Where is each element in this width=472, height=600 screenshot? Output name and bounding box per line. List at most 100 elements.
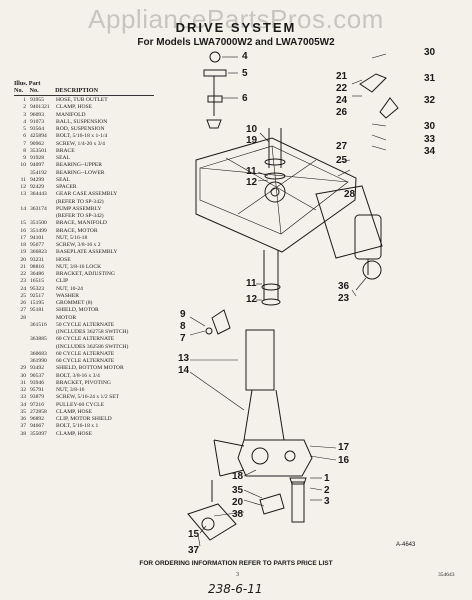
part-description: SCREW, 5/16-24 x 1/2 SET (56, 394, 120, 401)
part-description: SHIELD, BOTTOM MOTOR (56, 365, 124, 372)
part-number: 93492 (30, 365, 44, 372)
callout-38: 38 (232, 509, 244, 520)
callout-4: 4 (242, 51, 248, 62)
motor-pulley (362, 260, 382, 280)
bolt-9 (205, 327, 213, 335)
gear-case-pulley (251, 447, 269, 465)
handwritten-note: 238-6-11 (208, 582, 263, 596)
part-number: 94299 (30, 176, 44, 183)
part-description: NUT, 3/8-16 LOCK (56, 263, 102, 270)
part-number: 90537 (30, 372, 44, 379)
manifold-port (201, 517, 215, 531)
part-description: BOLT, 5/16-18 x 1-1/4 (56, 133, 108, 140)
part-description: 50 CYCLE ALTERNATE (56, 321, 115, 328)
callout-30: 30 (424, 47, 436, 58)
callout-13: 13 (178, 353, 190, 364)
page-number: 3 (236, 572, 239, 578)
page-title: DRIVE SYSTEM (175, 20, 297, 35)
part-illus-no: 12 (20, 184, 26, 190)
header-rule (14, 95, 154, 96)
leader-lines (189, 53, 387, 547)
part-illus-no: 10 (20, 162, 26, 169)
part-illus-no: 16 (20, 227, 26, 234)
callout-20: 20 (232, 497, 244, 508)
baseplate (195, 137, 357, 253)
baseplate-ribs (199, 145, 349, 235)
catalog-number: 354643 (438, 572, 455, 578)
part-description: 60 CYCLE ALTERNATE (56, 336, 115, 343)
part-number: 95181 (30, 307, 44, 314)
lower-spindle (263, 250, 279, 300)
callout-31: 31 (424, 73, 436, 84)
callout-36: 36 (338, 281, 350, 292)
footer-note: FOR ORDERING INFORMATION REFER TO PARTS … (139, 560, 333, 567)
part-illus-no: 20 (20, 256, 26, 263)
part-description: BEARING--LOWER (56, 169, 105, 176)
callout-32: 32 (424, 95, 436, 106)
part-number: 93879 (30, 394, 44, 401)
parts-row: 28 MOTOR (14, 315, 164, 322)
seal-upper (264, 158, 286, 166)
part-description: MANIFOLD (56, 111, 86, 118)
part-number: 364443 (30, 191, 47, 198)
part-description: MOTOR (56, 314, 77, 321)
brace (211, 309, 231, 335)
part-description: BOLT, 5/16-18 x 1 (56, 423, 99, 430)
part-description: 60 CYCLE ALTERNATE (56, 358, 115, 364)
rod-clamp (207, 95, 223, 103)
part-illus-no: 37 (20, 423, 26, 430)
part-description: NUT, 10-24 (56, 285, 83, 292)
part-description: 60 CYCLE ALTERNATE (56, 350, 115, 357)
gear-case (237, 439, 313, 477)
part-number: 93946 (30, 379, 44, 386)
part-illus-no: 7 (23, 140, 26, 147)
part-illus-no: 26 (20, 300, 26, 306)
manifold (187, 503, 237, 541)
part-number: 95323 (30, 285, 44, 292)
part-description: SCREW, 3/8-16 x 2 (56, 242, 101, 248)
part-number: 366823 (30, 249, 47, 256)
part-number: 351499 (30, 227, 47, 234)
callout-27: 27 (336, 141, 348, 152)
part-illus-no: 18 (20, 242, 26, 248)
part-illus-no: 28 (20, 314, 26, 321)
gear-case-gear (284, 450, 296, 462)
callout-1: 1 (324, 473, 330, 484)
callout-37: 37 (188, 545, 200, 556)
callout-6: 6 (242, 93, 248, 104)
part-illus-no: 19 (20, 249, 26, 256)
header-illus-part: Illus. Part (14, 80, 41, 87)
callout-12: 12 (246, 177, 258, 188)
hose-20 (259, 493, 285, 515)
part-number: 93955 (30, 97, 44, 103)
part-description: (REFER TO SP-342) (56, 213, 104, 219)
part-number: 272858 (30, 408, 47, 415)
parts-row: (REFER TO SP-342) (14, 213, 164, 220)
part-number: 93564 (30, 126, 44, 132)
part-number: 353501 (30, 147, 47, 154)
part-illus-no: 22 (20, 271, 26, 277)
part-description: PUMP ASSEMBLY (56, 205, 102, 212)
part-description: BRACKET, PIVOTING (56, 379, 111, 386)
part-number: 363885 (30, 336, 47, 343)
part-illus-no: 14 (20, 205, 26, 212)
part-description: GROMMET (8) (56, 300, 93, 306)
callout-2: 2 (324, 485, 330, 496)
callout-10: 10 (246, 124, 258, 135)
figure-number: A-4643 (396, 542, 416, 548)
callout-25: 25 (336, 155, 348, 166)
part-description: CLAMP, HOSE (56, 104, 93, 111)
